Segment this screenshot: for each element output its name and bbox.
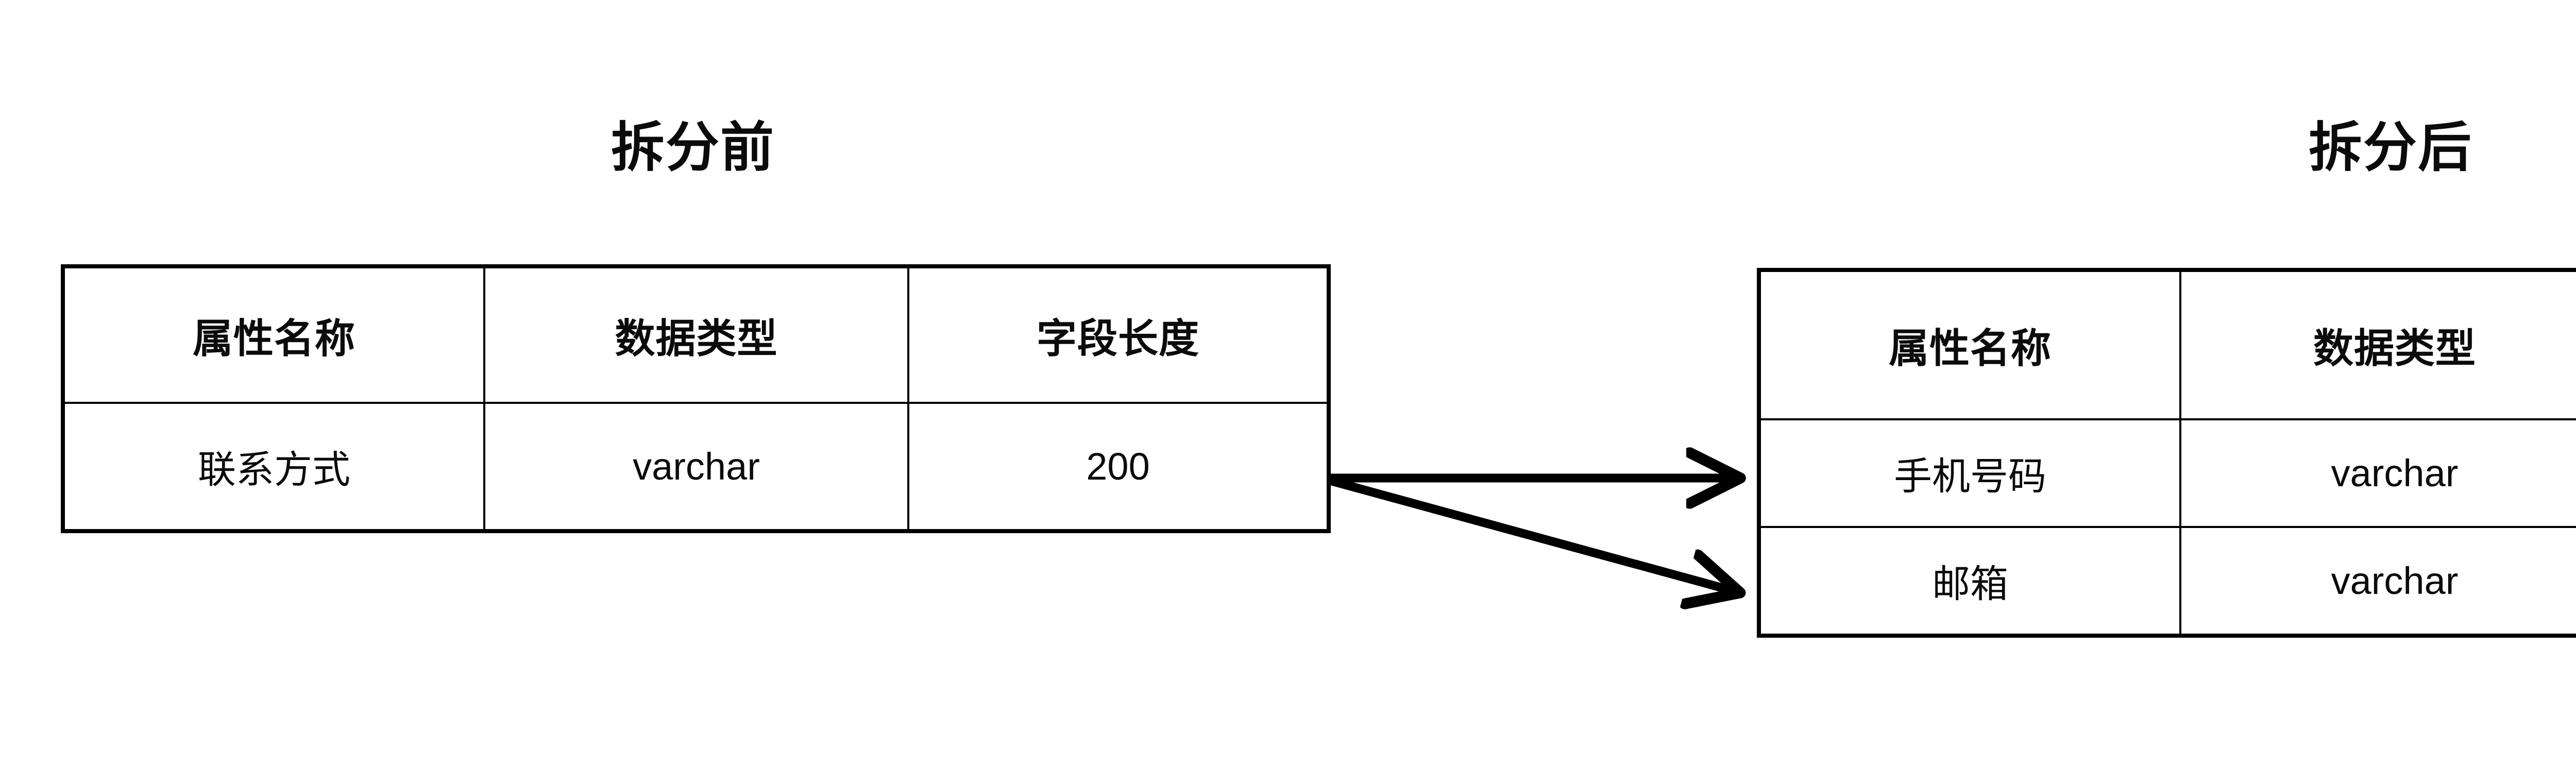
cell-attribute-name: 邮箱 bbox=[1758, 526, 2181, 637]
column-header-attribute-name: 属性名称 bbox=[1758, 269, 2181, 420]
before-section-title: 拆分前 bbox=[611, 118, 775, 178]
after-attribute-table: 属性名称 数据类型 字段长度 手机号码 varchar 20 邮箱 varcha… bbox=[1757, 268, 2576, 638]
table-row: 手机号码 varchar 20 bbox=[1758, 418, 2576, 528]
column-header-attribute-name: 属性名称 bbox=[62, 265, 485, 404]
table-header-row: 属性名称 数据类型 字段长度 bbox=[62, 265, 1330, 404]
cell-data-type: varchar bbox=[2179, 418, 2576, 528]
table-row: 邮箱 varchar 100 bbox=[1758, 526, 2576, 637]
column-header-data-type: 数据类型 bbox=[483, 265, 909, 404]
table-row: 联系方式 varchar 200 bbox=[62, 402, 1330, 532]
cell-field-length: 200 bbox=[907, 402, 1330, 532]
after-section-title: 拆分后 bbox=[2308, 118, 2473, 178]
column-header-field-length: 字段长度 bbox=[907, 265, 1330, 404]
arrow-to-email-icon bbox=[1327, 475, 1735, 591]
column-header-data-type: 数据类型 bbox=[2179, 269, 2576, 420]
cell-data-type: varchar bbox=[2179, 526, 2576, 637]
table-header-row: 属性名称 数据类型 字段长度 bbox=[1758, 269, 2576, 420]
before-attribute-table: 属性名称 数据类型 字段长度 联系方式 varchar 200 bbox=[61, 264, 1331, 533]
cell-attribute-name: 联系方式 bbox=[62, 402, 485, 532]
cell-attribute-name: 手机号码 bbox=[1758, 418, 2181, 528]
cell-data-type: varchar bbox=[483, 402, 909, 532]
